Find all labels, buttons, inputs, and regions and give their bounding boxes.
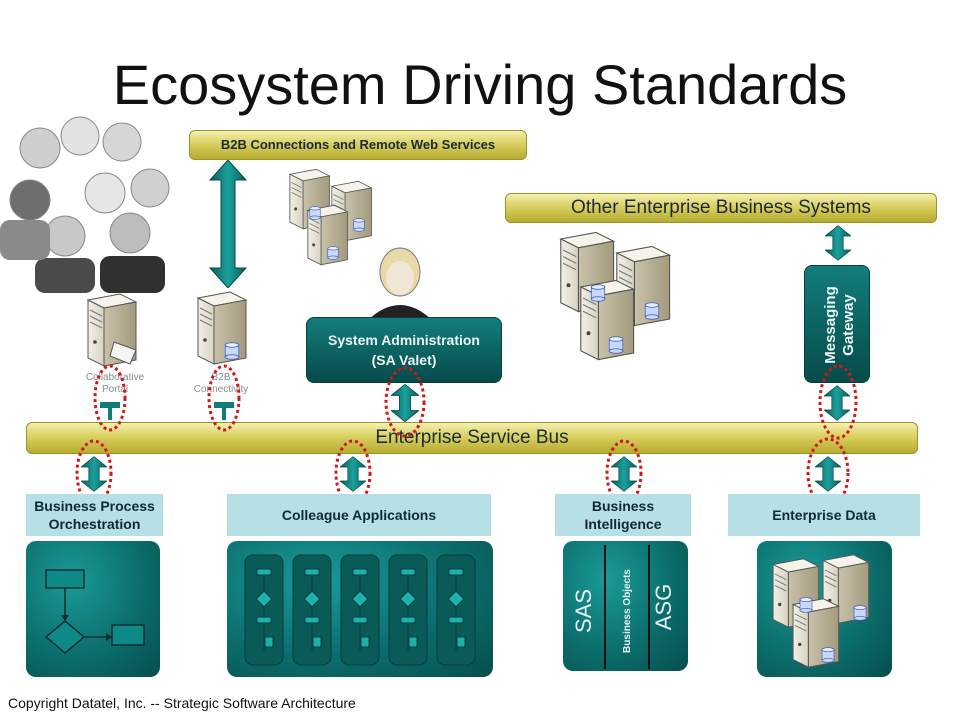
people-group-image: [0, 116, 170, 293]
bpo-bus-arrow-icon: [81, 456, 107, 492]
sysadmin-bus-arrow-icon: [391, 384, 419, 422]
bpo-line2: Orchestration: [48, 516, 141, 532]
bi-tools-diagram: SAS Business Objects ASG: [571, 545, 676, 669]
flowchart-icon: [44, 569, 145, 654]
bi-line2: Intelligence: [584, 516, 662, 532]
bpo-label: Business Process Orchestration: [26, 494, 163, 536]
messaging-gateway-box: Messaging Gateway: [804, 265, 870, 383]
bi-line1: Business: [591, 498, 655, 514]
admin-person-image: [368, 247, 432, 320]
colleague-apps-box: [227, 541, 493, 677]
enterprise-server-cluster-icon: [560, 231, 671, 361]
b2b-connectivity-label: B2B Connectivity: [176, 372, 266, 396]
b2b-label-line2: Connectivity: [193, 384, 249, 395]
sas-label: SAS: [571, 589, 596, 633]
messaging-gateway-text: Messaging Gateway: [822, 286, 857, 364]
database-server-cluster-icon: [772, 554, 870, 668]
business-objects-label: Business Objects: [622, 569, 633, 653]
portal-small-arrow-icon: [100, 402, 120, 420]
collab-label-line2: Portal: [101, 384, 129, 395]
bpo-line1: Business Process: [34, 498, 155, 514]
copyright-footer: Copyright Datatel, Inc. -- Strategic Sof…: [8, 695, 356, 711]
system-administration-box: System Administration (SA Valet): [306, 317, 502, 383]
colleague-bus-arrow-icon: [340, 456, 366, 492]
business-intelligence-label: Business Intelligence: [555, 494, 691, 536]
gateway-line2: Gateway: [840, 293, 857, 355]
sys-admin-line1: System Administration: [328, 332, 480, 348]
enterprise-data-box: [757, 541, 892, 677]
b2b-small-arrow-icon: [214, 402, 234, 420]
slide-title: Ecosystem Driving Standards: [112, 53, 848, 116]
collab-label-line1: Collaborative: [85, 372, 145, 383]
sys-admin-line2: (SA Valet): [371, 352, 437, 368]
enterprise-service-bus-bar: Enterprise Service Bus: [26, 422, 918, 454]
b2b-connections-bar: B2B Connections and Remote Web Services: [189, 130, 527, 160]
colleague-app-modules-icon: [244, 554, 476, 666]
other-enterprise-systems-bar: Other Enterprise Business Systems: [505, 193, 937, 223]
edata-bus-arrow-icon: [815, 456, 841, 492]
collaborative-portal-label: Collaborative Portal: [70, 372, 160, 396]
enterprise-data-label: Enterprise Data: [728, 494, 920, 536]
gateway-line1: Messaging: [822, 286, 839, 364]
gateway-bus-arrow-icon: [824, 385, 850, 421]
bpo-flowchart-box: [26, 541, 160, 677]
colleague-applications-label: Colleague Applications: [227, 494, 491, 536]
collaborative-portal-server-icon: [87, 293, 137, 367]
gateway-top-double-arrow-icon: [825, 225, 851, 261]
b2b-connectivity-server-icon: [197, 291, 247, 365]
asg-label: ASG: [651, 584, 676, 630]
bi-tools-box: SAS Business Objects ASG: [563, 541, 688, 671]
b2b-label-line1: B2B: [211, 372, 231, 383]
bi-bus-arrow-icon: [611, 456, 637, 492]
b2b-double-arrow-icon: [208, 160, 248, 288]
